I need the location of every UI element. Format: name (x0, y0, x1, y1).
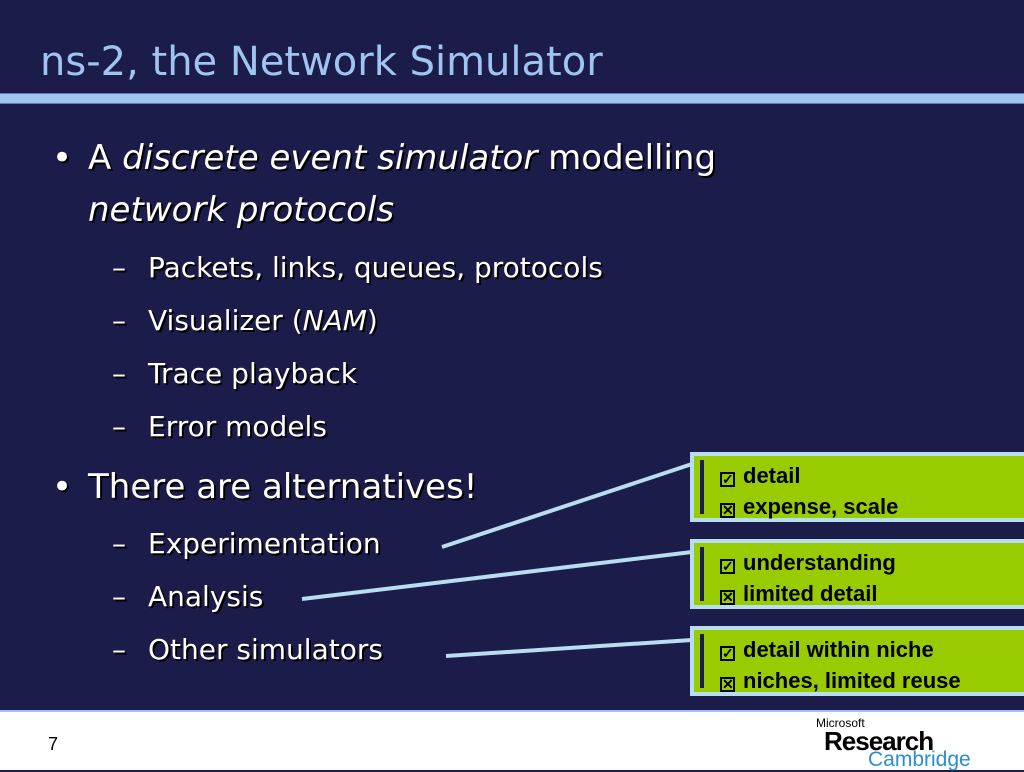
callout-box: ✓ detail ✕ expense, scale (690, 452, 1024, 522)
sub-item: –Analysis (112, 580, 264, 613)
bullet-dot: • (52, 467, 73, 507)
sub-item: –Trace playback (112, 357, 358, 390)
title-divider (0, 93, 1024, 104)
sub-item-label: Packets, links, queues, protocols (148, 251, 603, 284)
con-label: limited detail (743, 581, 878, 606)
microsoft-research-cambridge-logo: Microsoft Research Cambridge (816, 716, 986, 771)
sub-item: –Visualizer (NAM) (112, 304, 378, 337)
sub-item-label: Other simulators (148, 633, 383, 666)
sub-item: –Other simulators (112, 633, 383, 666)
sub-item-label: Experimentation (148, 527, 381, 560)
checkbox-checked-icon: ✓ (720, 645, 735, 661)
con-line: ✕ niches, limited reuse (720, 665, 1024, 696)
bullet-dot: • (52, 138, 73, 178)
bullet-1: • A discrete event simulator modelling (52, 134, 717, 182)
connector-line (445, 638, 693, 658)
con-line: ✕ expense, scale (720, 491, 1024, 522)
con-line: ✕ limited detail (720, 578, 1024, 609)
sub-item: –Experimentation (112, 527, 381, 560)
pro-label: detail within niche (743, 637, 934, 662)
logo-research: Research (824, 726, 934, 756)
slide-footer: 7 Microsoft Research Cambridge (0, 710, 1024, 771)
pro-line: ✓ detail within niche (720, 634, 1024, 665)
pro-line: ✓ understanding (720, 547, 1024, 578)
bullet-1-italic: discrete event simulator (122, 138, 538, 178)
logo-microsoft: Microsoft (816, 716, 865, 730)
sub-item-post: ) (366, 304, 378, 337)
checkbox-crossed-icon: ✕ (720, 676, 735, 692)
sub-item: –Error models (112, 410, 327, 443)
callout-box: ✓ detail within niche ✕ niches, limited re… (690, 626, 1024, 696)
connector-line (441, 462, 693, 549)
checkbox-crossed-icon: ✕ (720, 502, 735, 518)
logo-cambridge: Cambridge (868, 748, 971, 771)
pro-label: understanding (743, 550, 896, 575)
sub-item-label: Visualizer ( (148, 304, 303, 337)
bullet-2-label: There are alternatives! (88, 467, 478, 507)
sub-item-label: Analysis (148, 580, 264, 613)
bullet-1-pre: A (88, 138, 123, 178)
bullet-2: • There are alternatives! (52, 463, 478, 511)
sub-item-italic: NAM (302, 304, 367, 337)
sub-item: –Packets, links, queues, protocols (112, 251, 603, 284)
checkbox-checked-icon: ✓ (720, 558, 735, 574)
pro-label: detail (743, 463, 801, 488)
checkbox-checked-icon: ✓ (720, 471, 735, 487)
page-number: 7 (48, 734, 59, 754)
pro-line: ✓ detail (720, 460, 1024, 491)
sub-item-label: Trace playback (148, 357, 358, 390)
bullet-1-mid: modelling (537, 138, 717, 178)
con-label: niches, limited reuse (743, 668, 961, 693)
con-label: expense, scale (743, 494, 899, 519)
callout-box: ✓ understanding ✕ limited detail (690, 539, 1024, 609)
bullet-1-line2: network protocols (88, 190, 395, 230)
sub-item-label: Error models (148, 410, 327, 443)
checkbox-crossed-icon: ✕ (720, 589, 735, 605)
slide-title: ns-2, the Network Simulator (40, 39, 603, 85)
connector-line (301, 550, 693, 601)
